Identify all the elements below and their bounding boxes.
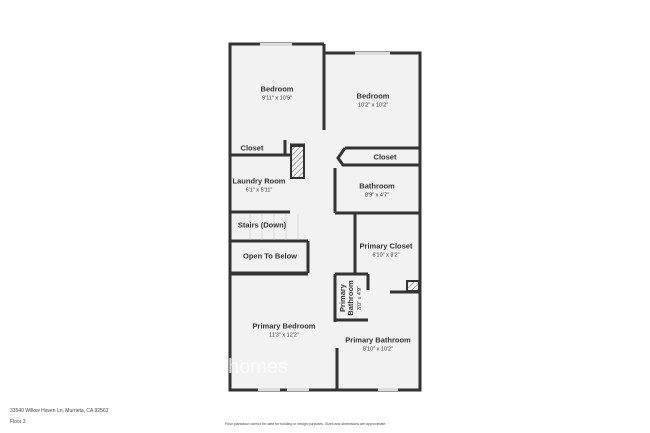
floor-label: Floor 3 [10, 419, 26, 425]
room-stairs: Stairs (Down) [237, 220, 287, 230]
room-open-to-below: Open To Below [242, 251, 298, 261]
room-closet-1: Closet [240, 143, 264, 153]
disclaimer: Floor plans/tour cannot be used for buil… [225, 422, 387, 426]
watermark: homes [228, 356, 289, 378]
room-closet-2: Closet [373, 152, 397, 162]
address: 33540 Willow Haven Ln, Murrieta, CA 9256… [10, 408, 109, 414]
hatched-chase [290, 145, 305, 179]
